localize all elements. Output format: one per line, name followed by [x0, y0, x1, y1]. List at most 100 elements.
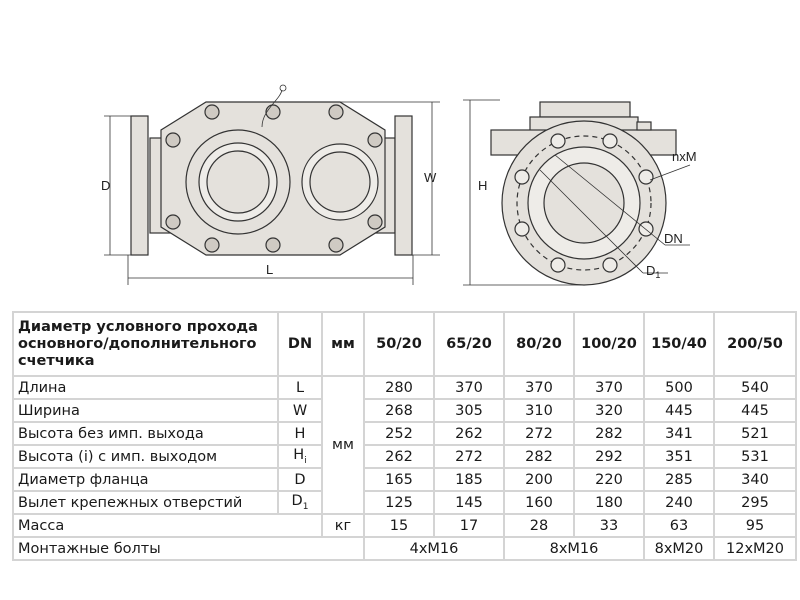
header-label: Диаметр условного прохода основного/допо… [12, 311, 279, 377]
table-header-row: Диаметр условного прохода основного/допо… [12, 311, 797, 377]
row-symbol: L [277, 375, 323, 400]
cell: 12xM20 [713, 536, 797, 561]
side-bore [543, 162, 625, 244]
aux-meter-bore [309, 151, 371, 213]
header-size: 100/20 [573, 311, 645, 377]
cell: 370 [433, 375, 505, 400]
row-symbol: D1 [277, 490, 323, 515]
bolt-icons [165, 104, 383, 253]
row-label: Высота (i) с имп. выходом [12, 444, 279, 469]
cell: 445 [643, 398, 715, 423]
bolt-hole-icons [514, 133, 654, 273]
cell: 341 [643, 421, 715, 446]
register-box [539, 101, 631, 118]
dim-label-w: W [424, 170, 437, 185]
cell: 8xM16 [503, 536, 645, 561]
dimensions-table: Диаметр условного прохода основного/допо… [12, 311, 797, 561]
cell: 272 [433, 444, 505, 469]
dim-label-h: H [478, 178, 487, 193]
row-label: Масса [12, 513, 323, 538]
symbol: H [293, 447, 305, 464]
cell: 262 [433, 421, 505, 446]
dim-label-d: D [101, 178, 110, 193]
dimension-lines [104, 99, 584, 286]
cell: 268 [363, 398, 435, 423]
symbol: L [295, 379, 305, 396]
row-label: Вылет крепежных отверстий [12, 490, 279, 515]
left-flange [130, 115, 149, 256]
row-symbol: H [277, 421, 323, 446]
row-label: Высота без имп. выхода [12, 421, 279, 446]
cell: 165 [363, 467, 435, 492]
cell: 540 [713, 375, 797, 400]
row-symbol: Hi [277, 444, 323, 469]
symbol: W [292, 402, 308, 419]
right-flange [394, 115, 413, 256]
cell: 445 [713, 398, 797, 423]
cell: 521 [713, 421, 797, 446]
header-unit: мм [321, 311, 365, 377]
cell: 185 [433, 467, 505, 492]
cell: 500 [643, 375, 715, 400]
symbol: D [294, 471, 306, 488]
row-label: Диаметр фланца [12, 467, 279, 492]
cell: 282 [503, 444, 575, 469]
cell: 220 [573, 467, 645, 492]
cell: 531 [713, 444, 797, 469]
cell: 310 [503, 398, 575, 423]
row-symbol: W [277, 398, 323, 423]
meter-dimension-drawing: D W L H nxM DN D1 [101, 84, 697, 286]
cell: 351 [643, 444, 715, 469]
cell: 340 [713, 467, 797, 492]
cell: 15 [363, 513, 435, 538]
cell: 95 [713, 513, 797, 538]
main-meter-bore [206, 150, 270, 214]
bolt-circle [516, 135, 652, 271]
cell: 125 [363, 490, 435, 515]
header-size: 150/40 [643, 311, 715, 377]
header-size: 80/20 [503, 311, 575, 377]
dim-label-nxm: nxM [672, 149, 697, 164]
cell: 320 [573, 398, 645, 423]
table-row-bolts: Монтажные болты 4xM16 8xM16 8xM20 12xM20 [12, 536, 797, 561]
cell: 200 [503, 467, 575, 492]
dim-label-l: L [266, 262, 273, 277]
cell: 252 [363, 421, 435, 446]
cell: 17 [433, 513, 505, 538]
cell: 180 [573, 490, 645, 515]
cell: 8xM20 [643, 536, 715, 561]
header-size: 50/20 [363, 311, 435, 377]
row-label: Ширина [12, 398, 279, 423]
header-size: 65/20 [433, 311, 505, 377]
row-label: Длина [12, 375, 279, 400]
header-size: 200/50 [713, 311, 797, 377]
cell: 145 [433, 490, 505, 515]
symbol: D [291, 493, 303, 510]
cell: 262 [363, 444, 435, 469]
cell: 160 [503, 490, 575, 515]
cell: 305 [433, 398, 505, 423]
cell: 4xM16 [363, 536, 505, 561]
symbol-subscript: 1 [302, 501, 309, 512]
cell: 285 [643, 467, 715, 492]
cell: 295 [713, 490, 797, 515]
row-label: Монтажные болты [12, 536, 365, 561]
cell: 63 [643, 513, 715, 538]
cell: 370 [573, 375, 645, 400]
header-symbol: DN [277, 311, 323, 377]
cell: 280 [363, 375, 435, 400]
side-view [490, 101, 691, 286]
bolt-head [636, 121, 652, 131]
dim-label-dn: DN [664, 231, 683, 246]
cell: 240 [643, 490, 715, 515]
cell: 272 [503, 421, 575, 446]
symbol: H [294, 425, 306, 442]
row-symbol: D [277, 467, 323, 492]
table-row-mass: Масса кг 15 17 28 33 63 95 [12, 513, 797, 538]
